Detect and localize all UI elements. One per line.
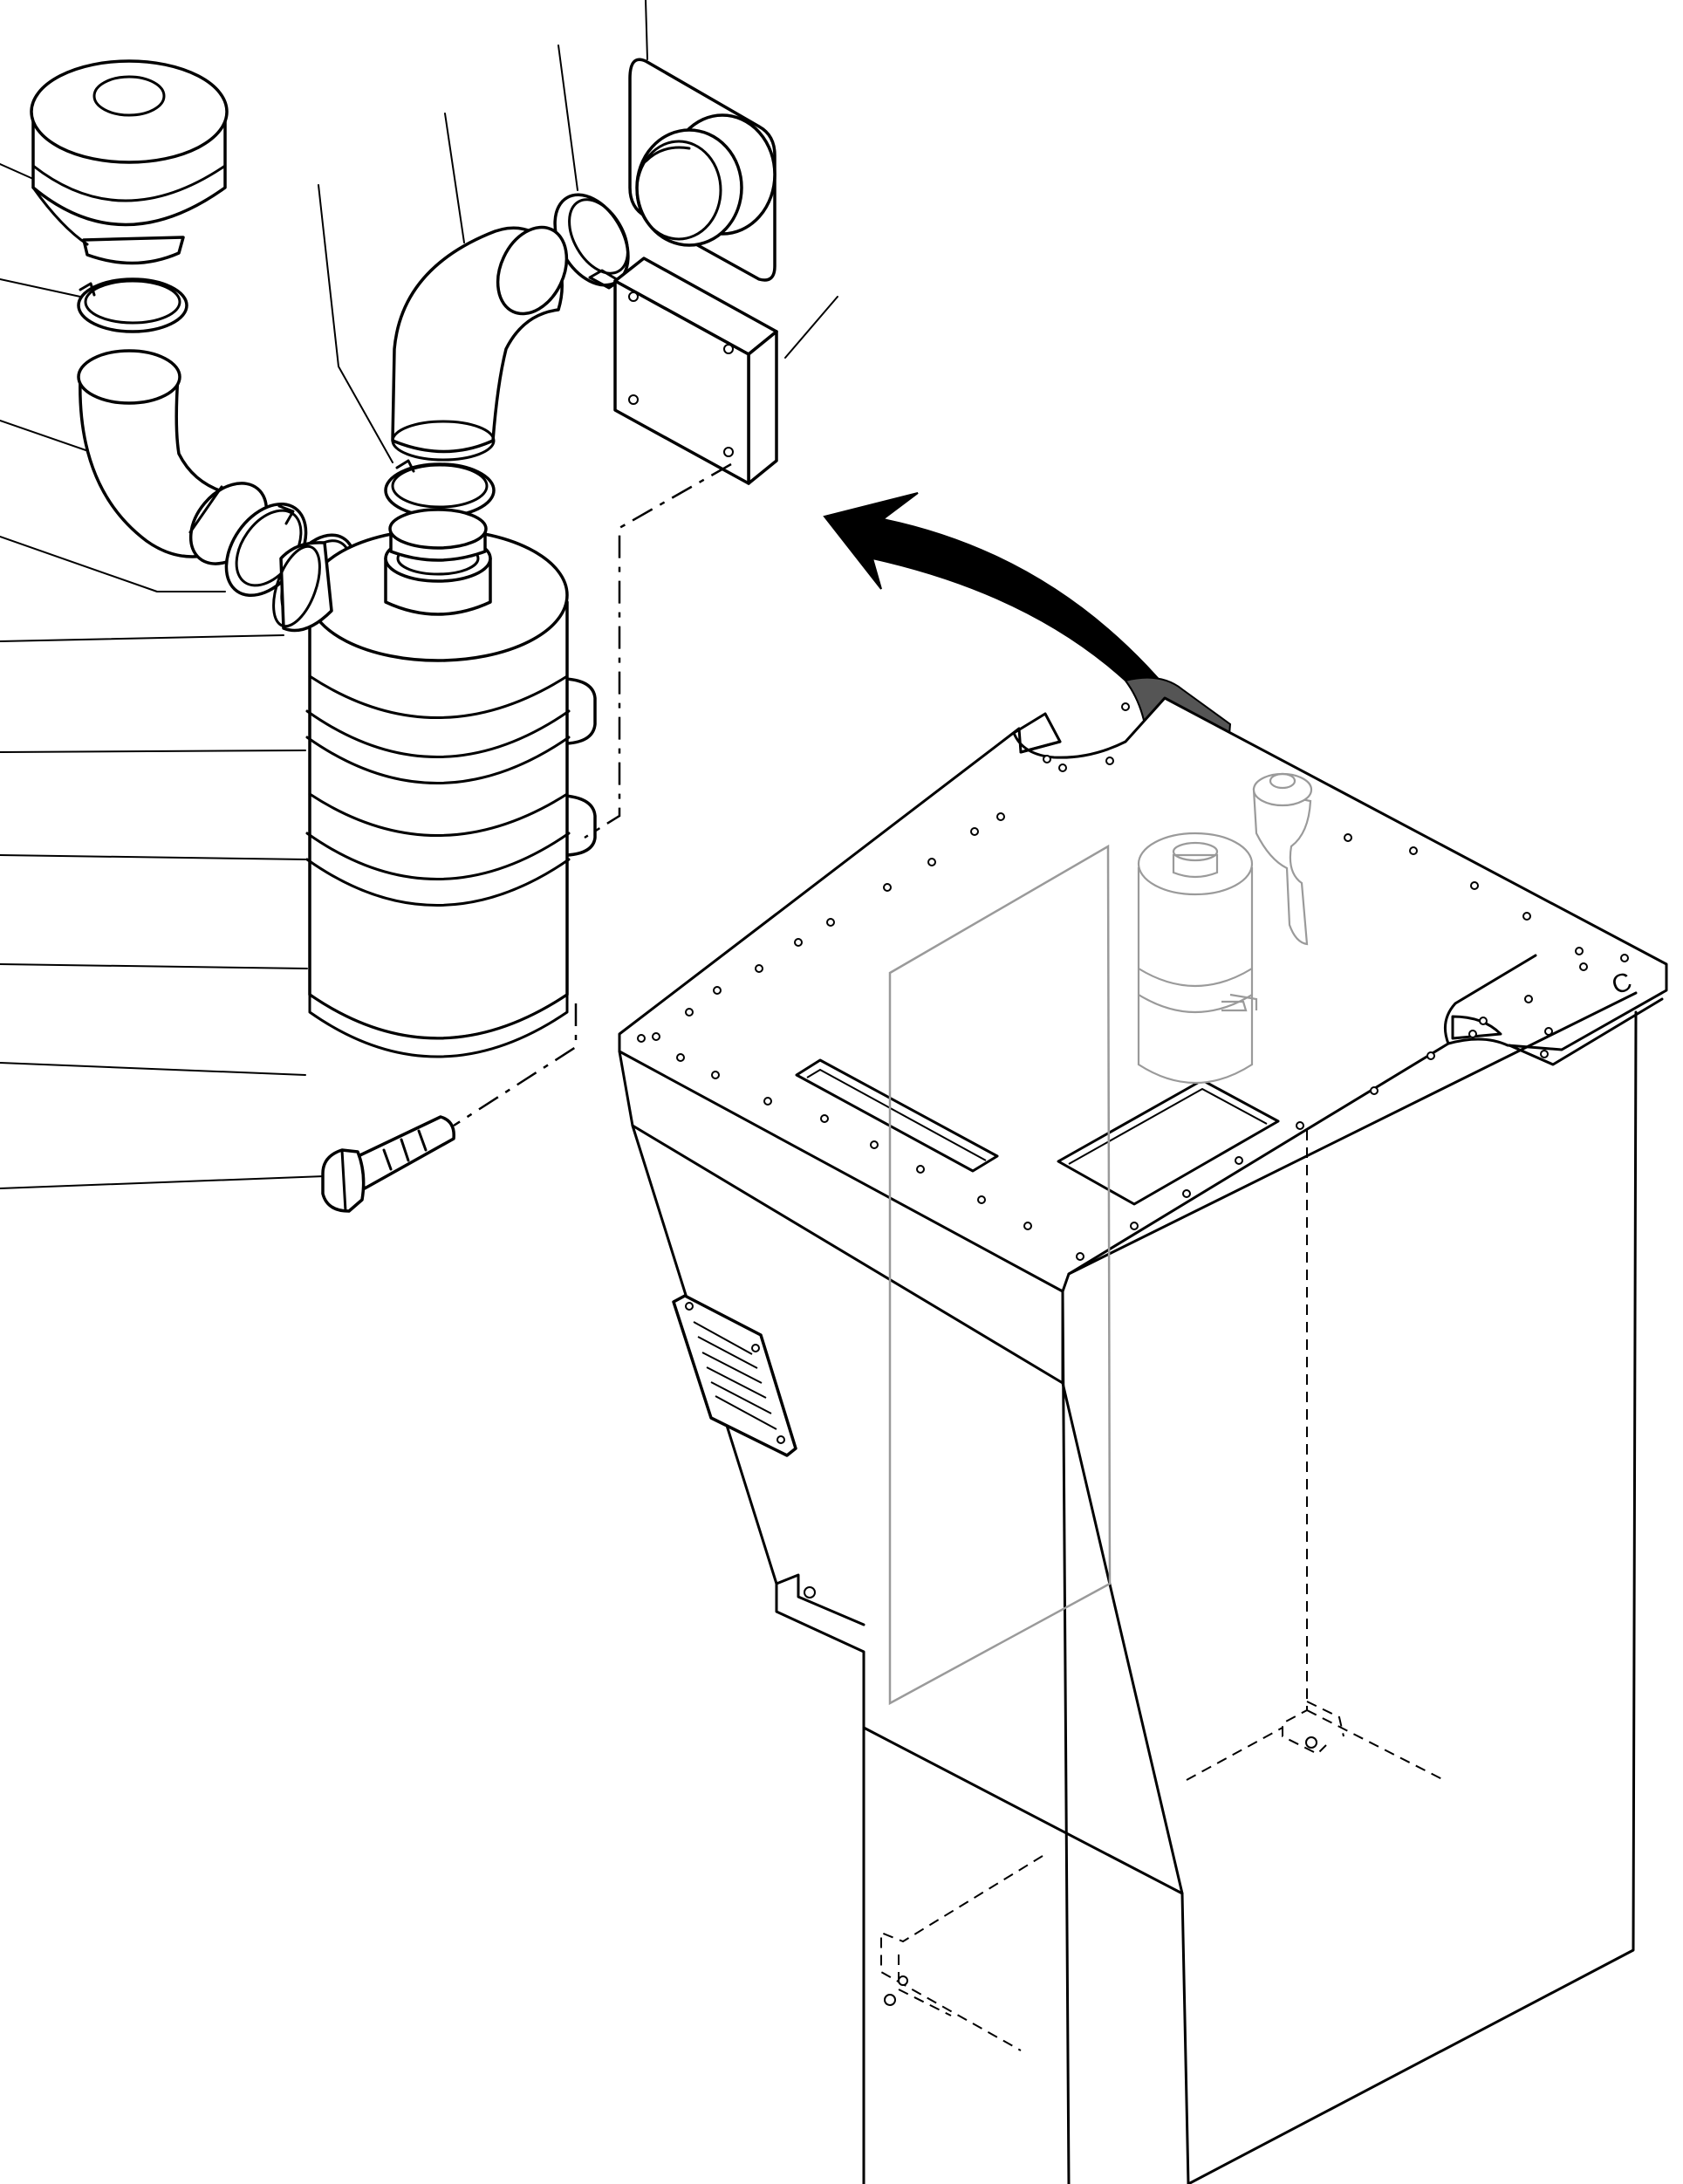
leader-line-elbow-clamp (558, 45, 578, 191)
leader-line-precleaner-cap (0, 163, 34, 180)
precleaner-cap (30, 59, 229, 265)
inlet-elbow-pipe (77, 349, 269, 565)
mounting-plate (613, 257, 778, 485)
leader-line-upper-elbow (444, 113, 465, 243)
outlet-flange-assembly (628, 58, 777, 282)
leader-line-filter-band-1 (0, 854, 308, 860)
mounting-bolt (321, 1115, 455, 1213)
rivet-holes (637, 702, 1629, 1261)
leader-line-bolt (0, 1175, 325, 1189)
housing-right-side (1061, 1290, 1071, 2184)
leader-line-inlet-elbow (0, 420, 97, 455)
filter-mounting-strap-lower (564, 794, 597, 857)
filter-mounting-strap-upper (564, 677, 597, 745)
leader-line-lower-clamp (318, 184, 393, 463)
leader-lines (0, 0, 838, 1189)
housing-window-panel (888, 844, 1112, 1706)
leader-line-filter-band-2 (0, 963, 308, 969)
upper-elbow-pipe (391, 225, 569, 462)
small-hose-clamp (77, 277, 188, 333)
leader-line-small-clamp (0, 278, 81, 298)
leader-line-inlet-hose-clamp (0, 536, 226, 592)
housing-front-face (618, 1050, 865, 2184)
installed-filter-ghost (1137, 772, 1313, 1084)
top-slot-left (795, 1058, 999, 1173)
leader-line-outlet-pipe-sleeve (645, 0, 648, 60)
outlet-sleeve-opening (635, 140, 722, 241)
leader-line-filter-top (0, 750, 306, 753)
air-filter-body (305, 508, 597, 1058)
assembly-alignment-lines (453, 462, 732, 1127)
vent-louver-plate (672, 1294, 797, 1457)
leader-line-hose-clamp-2 (0, 634, 284, 642)
filter-inlet-stub (272, 541, 333, 633)
leader-line-filter-body (0, 1062, 306, 1076)
leader-line-mounting-plate (784, 296, 838, 359)
